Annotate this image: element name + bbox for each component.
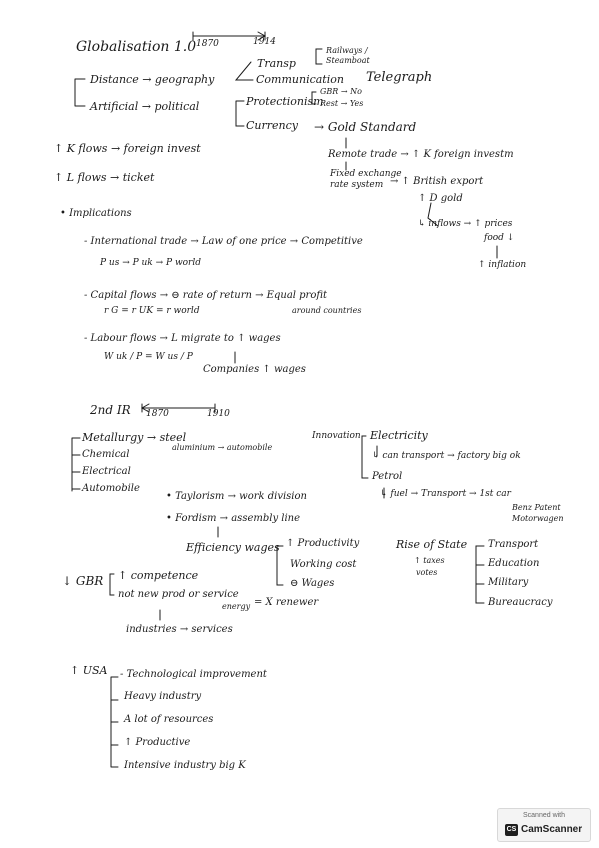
bracket-gbr-rest: [311, 91, 317, 105]
chemical: Chemical: [82, 449, 130, 460]
l-flows: ↑ L flows → ticket: [54, 171, 155, 184]
distance-label: Distance → geography: [90, 73, 215, 86]
usa: ↑ USA: [70, 664, 108, 677]
food: food ↓: [484, 233, 515, 243]
fuel: ↳ fuel → Transport → 1st car: [380, 489, 511, 499]
bracket-innovation: [361, 435, 369, 479]
international-trade: - International trade → Law of one price…: [84, 236, 363, 247]
year-end: 1914: [253, 37, 276, 47]
remote-trade: Remote trade → ↑ K foreign investm: [328, 149, 514, 160]
competence: ↑ competence: [118, 569, 199, 582]
usa-intensive: Intensive industry big K: [124, 760, 246, 771]
bracket-railways: [315, 48, 323, 65]
gbr: ↓ GBR: [62, 574, 104, 588]
taxes: ↑ taxes: [414, 556, 445, 565]
bracket-efficiency: [276, 545, 284, 586]
arrow-demand-gold: [427, 202, 439, 227]
ir-start: 1870: [146, 409, 169, 419]
title: Globalisation 1.0: [76, 39, 197, 55]
bracket-state: [475, 545, 485, 604]
inflation: ↑ inflation: [478, 260, 527, 270]
energy: energy: [222, 602, 251, 611]
k-flows: ↑ K flows → foreign invest: [54, 142, 201, 155]
wages: ⊖ Wages: [290, 578, 335, 589]
innovation: Innovation: [312, 431, 361, 441]
fixed-exchange: Fixed exchange: [330, 169, 402, 179]
petrol: Petrol: [372, 471, 403, 482]
transport-modes: Railways / Steamboat: [326, 46, 370, 65]
rates-system: rate system: [330, 180, 384, 190]
demand-gold: ↑ D gold: [418, 193, 463, 204]
british-export: → ↑ British export: [390, 176, 484, 187]
industries-services: industries → services: [126, 624, 233, 635]
camscanner-badge: Scanned with CS CamScanner: [497, 808, 591, 842]
price-equation: P us → P uk → P world: [100, 258, 202, 268]
taylorism: • Taylorism → work division: [166, 491, 307, 502]
productivity: ↑ Productivity: [286, 538, 360, 549]
bracket-gbr: [109, 573, 115, 596]
bracket-protection: [235, 100, 245, 127]
aluminium: aluminium → automobile: [172, 443, 273, 452]
x-renewer: = X renewer: [254, 597, 319, 608]
telegraph-label: Telegraph: [366, 70, 433, 85]
electricity: Electricity: [370, 429, 428, 442]
bracket-industries: [71, 437, 81, 492]
implications-heading: • Implications: [60, 208, 132, 219]
usa-tech: - Technological improvement: [120, 669, 267, 680]
bureaucracy: Bureaucracy: [488, 597, 553, 608]
usa-heavy: Heavy industry: [124, 691, 202, 702]
protection-rest: Rest → Yes: [320, 99, 364, 108]
ir-end: 1910: [207, 409, 230, 419]
bracket-distance: [74, 78, 86, 107]
electrical: Electrical: [82, 466, 131, 477]
automobile: Automobile: [82, 483, 140, 494]
motorwagen: Motorwagen: [512, 514, 564, 523]
camscanner-brand: CamScanner: [521, 824, 583, 835]
wage-equation: W uk / P = W us / P: [104, 352, 193, 362]
benz: Benz Patent: [512, 503, 561, 512]
education: Education: [488, 558, 540, 569]
companies-wages: Companies ↑ wages: [203, 364, 306, 375]
timeline-1870-1914: [192, 31, 267, 41]
working-cost: Working cost: [290, 559, 357, 570]
state-transport: Transport: [488, 539, 539, 550]
labour-flows: - Labour flows → L migrate to ↑ wages: [84, 333, 281, 344]
timeline-1870-1910: [140, 403, 216, 413]
military: Military: [488, 577, 529, 588]
usa-resources: A lot of resources: [124, 714, 214, 725]
metallurgy: Metallurgy → steel: [82, 431, 187, 444]
transport-label: Transp: [257, 57, 296, 70]
inflows: ↳ inflows → ↑ prices: [418, 219, 513, 229]
communication-label: Communication: [256, 73, 344, 86]
camscanner-logo-icon: CS: [505, 824, 518, 836]
efficiency-wages: Efficiency wages: [186, 541, 280, 554]
bracket-transport: [234, 61, 254, 81]
capital-flows: - Capital flows → ⊖ rate of return → Equ…: [84, 290, 328, 301]
rise-of-state: Rise of State: [396, 538, 468, 551]
artificial-label: Artificial → political: [90, 100, 200, 113]
scanned-with-label: Scanned with: [522, 812, 566, 819]
can-transport: ↳ can transport → factory big ok: [372, 451, 521, 461]
not-new-prod: not new prod or service: [118, 589, 239, 600]
around-countries: around countries: [292, 306, 362, 315]
usa-productive: ↑ Productive: [124, 737, 191, 748]
rates-equation: r G = r UK = r world: [104, 306, 200, 316]
second-ir: 2nd IR: [90, 403, 131, 417]
year-start: 1870: [196, 39, 219, 49]
bracket-usa: [110, 676, 119, 768]
gold-standard: → Gold Standard: [314, 120, 417, 134]
currency-label: Currency: [246, 119, 298, 132]
fordism: • Fordism → assembly line: [166, 513, 301, 524]
protection-gbr: GBR → No: [320, 87, 362, 96]
protectionism-label: Protectionism: [246, 95, 324, 108]
votes: votes: [416, 568, 438, 577]
